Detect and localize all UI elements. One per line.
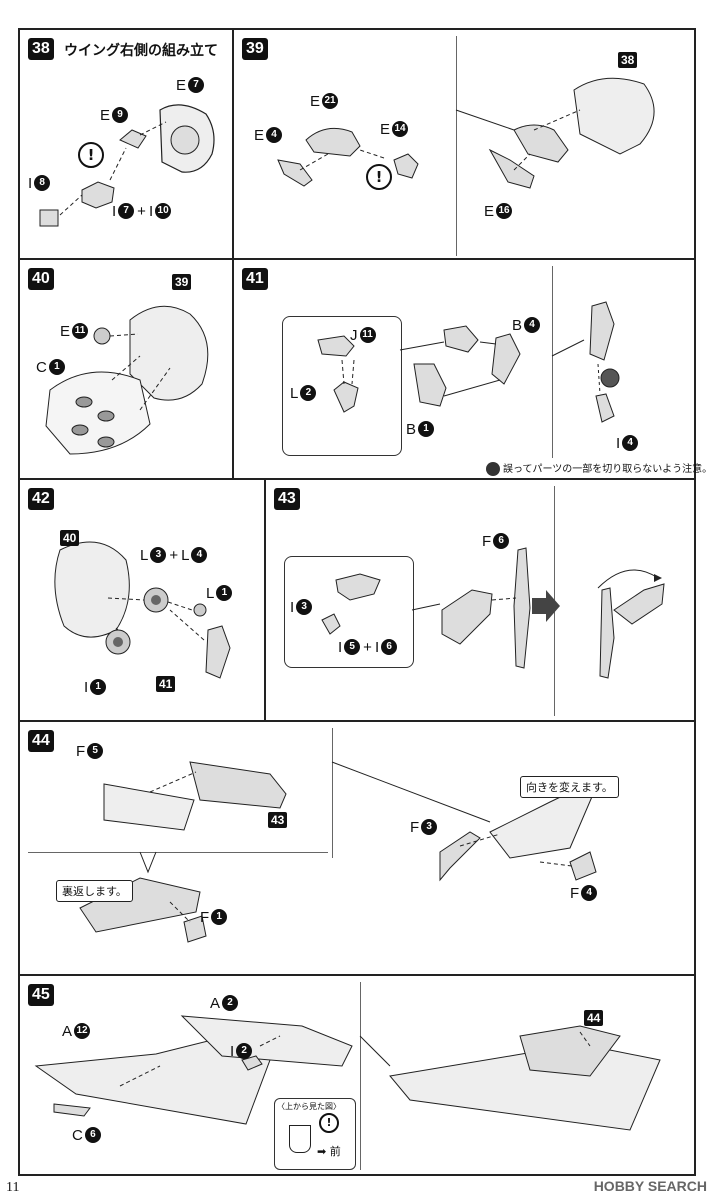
step-43-illustration: [321, 547, 665, 679]
watermark: HOBBY SEARCH: [593, 1178, 707, 1194]
divider: [28, 852, 328, 853]
caution-icon: !: [319, 1113, 339, 1133]
divider: [552, 266, 553, 458]
caution-badge-icon: [486, 462, 500, 476]
step-40-illustration: [45, 305, 209, 455]
step-number: 40: [28, 268, 54, 290]
caution-note: 誤ってパーツの一部を切り取らないよう注意。: [486, 460, 712, 476]
step-number: 41: [242, 268, 268, 290]
step-title: ウイング右側の組み立て: [64, 43, 218, 59]
caution-icon: !: [78, 142, 104, 168]
top-view-caption: 〈上から見た図〉: [277, 1102, 341, 1111]
step-number: 45: [28, 984, 54, 1006]
step-41-illustration: [317, 301, 620, 423]
step-number: 39: [242, 38, 268, 60]
step-ref-41: 41: [156, 676, 176, 692]
step-39-illustration: [277, 77, 655, 189]
step-44-illustration: [79, 761, 601, 943]
step-number: 38: [28, 38, 54, 60]
step-ref-43: 43: [268, 812, 288, 828]
step-ref-39: 39: [172, 274, 192, 290]
top-view-inset: 〈上から見た図〉 ! ➡ 前: [274, 1098, 356, 1170]
step-number: 43: [274, 488, 300, 510]
divider: [360, 982, 361, 1170]
callout-turn: 向きを変えます。: [520, 776, 619, 798]
step-42-illustration: [54, 541, 231, 679]
step-ref-40: 40: [60, 530, 80, 546]
page-number: 11: [6, 1180, 20, 1195]
step-38-illustration: [39, 104, 215, 227]
front-direction-label: ➡ 前: [317, 1145, 341, 1158]
step-ref-38: 38: [618, 52, 638, 68]
divider: [332, 728, 333, 858]
caution-icon: !: [366, 164, 392, 190]
step-ref-44: 44: [584, 1010, 604, 1026]
callout-flip: 裏返します。: [56, 880, 133, 902]
part-topview: [289, 1125, 311, 1153]
step-45-illustration: [34, 1015, 661, 1131]
step-number: 42: [28, 488, 54, 510]
divider: [456, 36, 457, 256]
step-number: 44: [28, 730, 54, 752]
